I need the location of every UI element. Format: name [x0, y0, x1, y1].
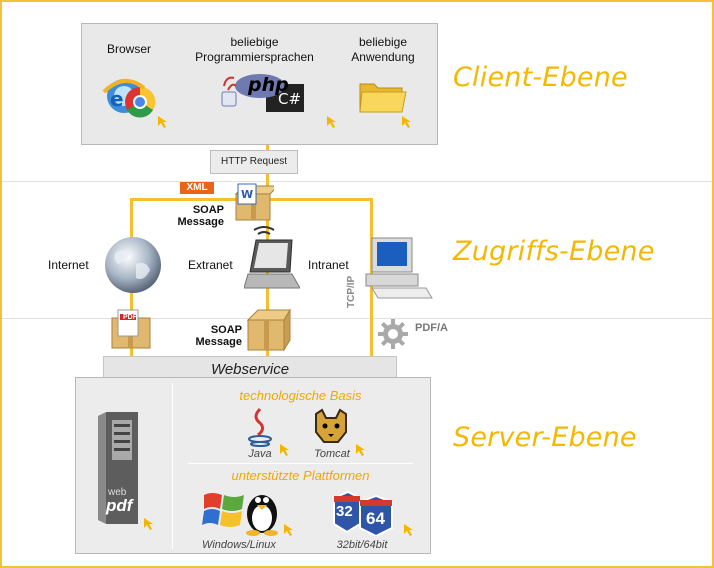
internet-label: Internet: [48, 258, 89, 272]
linux-tux-icon: [242, 486, 282, 536]
web-text: web: [108, 487, 127, 498]
pdf-document-text: PDF: [123, 314, 137, 321]
soap-message-bottom: SOAP Message: [195, 324, 242, 348]
extranet-label: Extranet: [188, 258, 233, 272]
soap-package-icon: W: [232, 182, 274, 222]
tier-divider: [2, 318, 712, 319]
programming-languages-icon[interactable]: [218, 72, 308, 114]
tech-basis-label: technologische Basis: [239, 388, 362, 403]
client-tier-label: Client-Ebene: [453, 62, 628, 93]
pdfa-label: PDF/A: [415, 322, 448, 334]
cursor-icon: [404, 524, 413, 536]
panel-divider: [172, 383, 173, 549]
globe-icon: [102, 234, 164, 296]
soap-message-top: SOAP Message: [177, 204, 224, 228]
cursor-icon: [284, 524, 293, 536]
http-request-label: HTTP Request: [210, 150, 298, 174]
laptop-icon: [244, 224, 300, 296]
32-text: 32: [336, 503, 353, 520]
pdf-document-icon: [110, 308, 154, 350]
folder-icon[interactable]: [358, 76, 408, 116]
application-label: beliebige Anwendung: [351, 35, 415, 64]
browser-label: Browser: [106, 42, 151, 56]
tomcat-icon: [308, 408, 354, 448]
java-label: Java: [248, 448, 272, 460]
tcpip-label: TCP/IP: [346, 275, 357, 308]
tier-divider: [2, 181, 712, 182]
windows-linux-label: Windows/Linux: [202, 539, 276, 551]
32-64-bit-icon: [330, 488, 402, 536]
cursor-icon: [356, 444, 365, 456]
tomcat-label: Tomcat: [314, 448, 350, 460]
cursor-icon: [144, 518, 153, 530]
java-icon: [246, 407, 274, 447]
svg-text:W: W: [241, 188, 253, 201]
64-text: 64: [366, 509, 385, 528]
web-pdf-server-icon: [96, 406, 146, 526]
programming-languages-label: beliebige Programmiersprachen: [195, 35, 314, 64]
windows-logo-icon: [202, 487, 246, 531]
pdf-text: pdf: [106, 496, 133, 515]
bits-label: 32bit/64bit: [336, 539, 388, 551]
csharp-text: C#: [278, 90, 302, 108]
panel-divider: [188, 463, 413, 464]
gear-icon: [376, 317, 410, 351]
cursor-icon: [402, 116, 411, 128]
cursor-icon: [327, 116, 336, 128]
platforms-label: unterstützte Plattformen: [231, 468, 370, 483]
xml-badge: XML: [180, 182, 214, 194]
cursor-icon: [280, 444, 289, 456]
access-tier-label: Zugriffs-Ebene: [453, 236, 655, 267]
intranet-label: Intranet: [308, 258, 349, 272]
php-text: php: [248, 74, 289, 96]
cursor-icon: [158, 116, 167, 128]
svg-text:e: e: [110, 87, 124, 111]
browser-icon[interactable]: e: [98, 70, 162, 122]
soap-package-icon: [246, 308, 292, 352]
server-tier-label: Server-Ebene: [453, 422, 637, 453]
desktop-computer-icon: [364, 236, 434, 302]
